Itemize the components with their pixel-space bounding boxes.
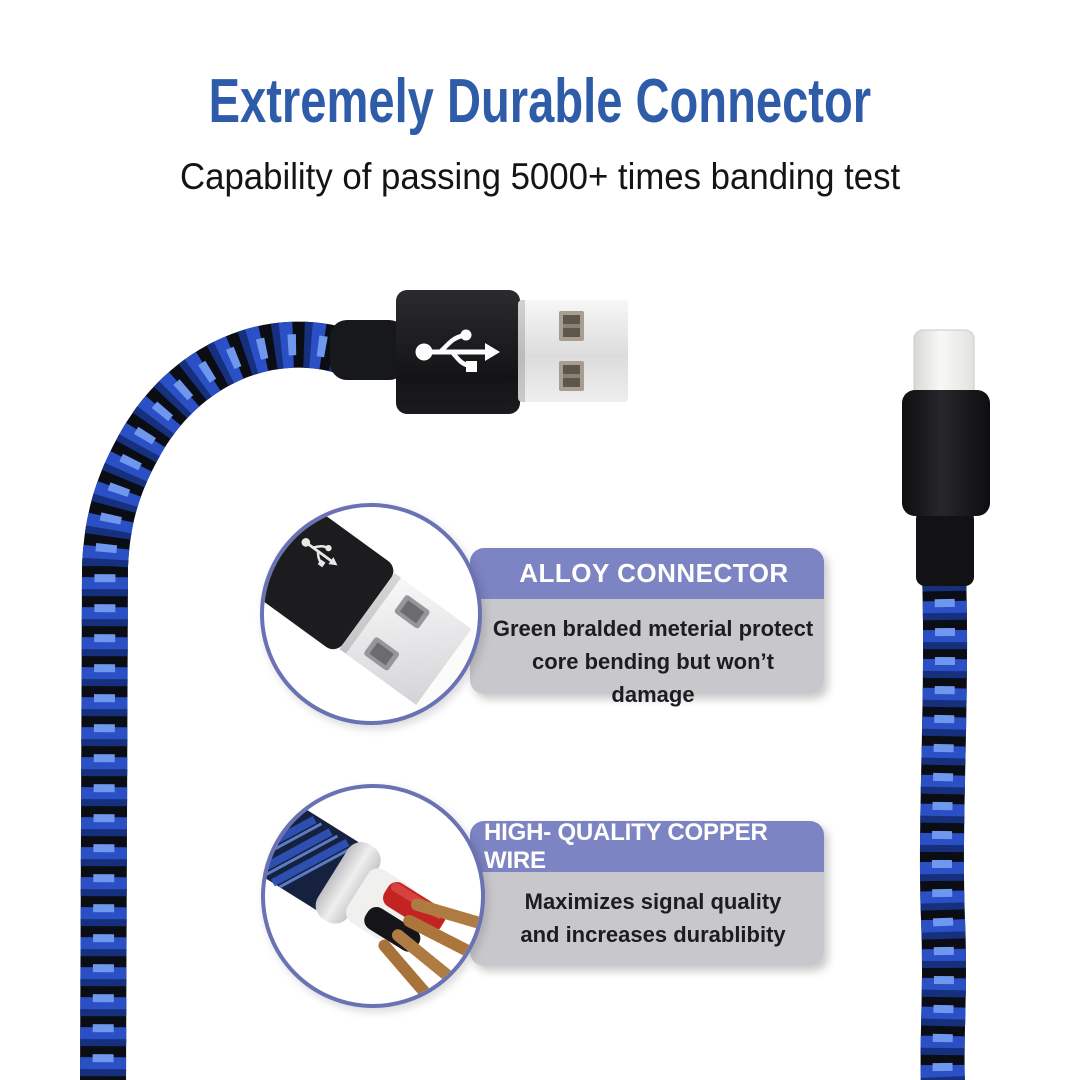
braided-cable-left	[80, 321, 360, 1080]
lightning-neck	[916, 510, 974, 586]
callout-body-line: and increases durablibity	[520, 922, 786, 947]
lightning-body	[902, 390, 990, 516]
callout-header: ALLOY CONNECTOR	[470, 548, 824, 599]
callout-body-line: core bending but won’t damage	[532, 649, 774, 707]
usb-a-connector	[330, 290, 628, 414]
lightning-tip	[913, 329, 975, 399]
callout-body: Green bralded meterial protect core bend…	[470, 599, 824, 707]
callout-body: Maximizes signal quality and increases d…	[470, 872, 824, 966]
usb-shield-holes-small	[364, 595, 430, 671]
callout-copper-wire: HIGH- QUALITY COPPER WIRE Maximizes sign…	[470, 819, 824, 966]
usb-connector-closeup	[264, 507, 478, 715]
usb-trident-icon	[301, 538, 338, 568]
strain-relief-boot	[330, 320, 406, 380]
usb-metal-shield	[518, 300, 628, 402]
callout-body-line: Green bralded meterial protect	[492, 616, 814, 641]
usb-shield-holes	[559, 311, 584, 391]
usb-connector-closeup-circle	[260, 503, 482, 725]
callout-header: HIGH- QUALITY COPPER WIRE	[470, 819, 824, 874]
page-title-text: Extremely Durable Connector	[208, 67, 872, 136]
page-title: Extremely Durable Connector	[0, 66, 1080, 137]
page-subtitle-text: Capability of passing 5000+ times bandin…	[179, 156, 901, 197]
page-subtitle: Capability of passing 5000+ times bandin…	[0, 156, 1080, 198]
copper-wire-cross-section	[265, 793, 481, 1004]
foil-shield	[315, 842, 381, 924]
lightning-connector	[902, 329, 990, 586]
copper-strands	[378, 898, 481, 1004]
callout-alloy-connector: ALLOY CONNECTOR Green bralded meterial p…	[470, 548, 824, 707]
copper-wire-circle	[261, 784, 485, 1008]
braided-cable-right	[919, 571, 968, 1080]
usb-trident-icon	[415, 329, 500, 372]
callout-body-line: Maximizes signal quality	[524, 889, 782, 914]
